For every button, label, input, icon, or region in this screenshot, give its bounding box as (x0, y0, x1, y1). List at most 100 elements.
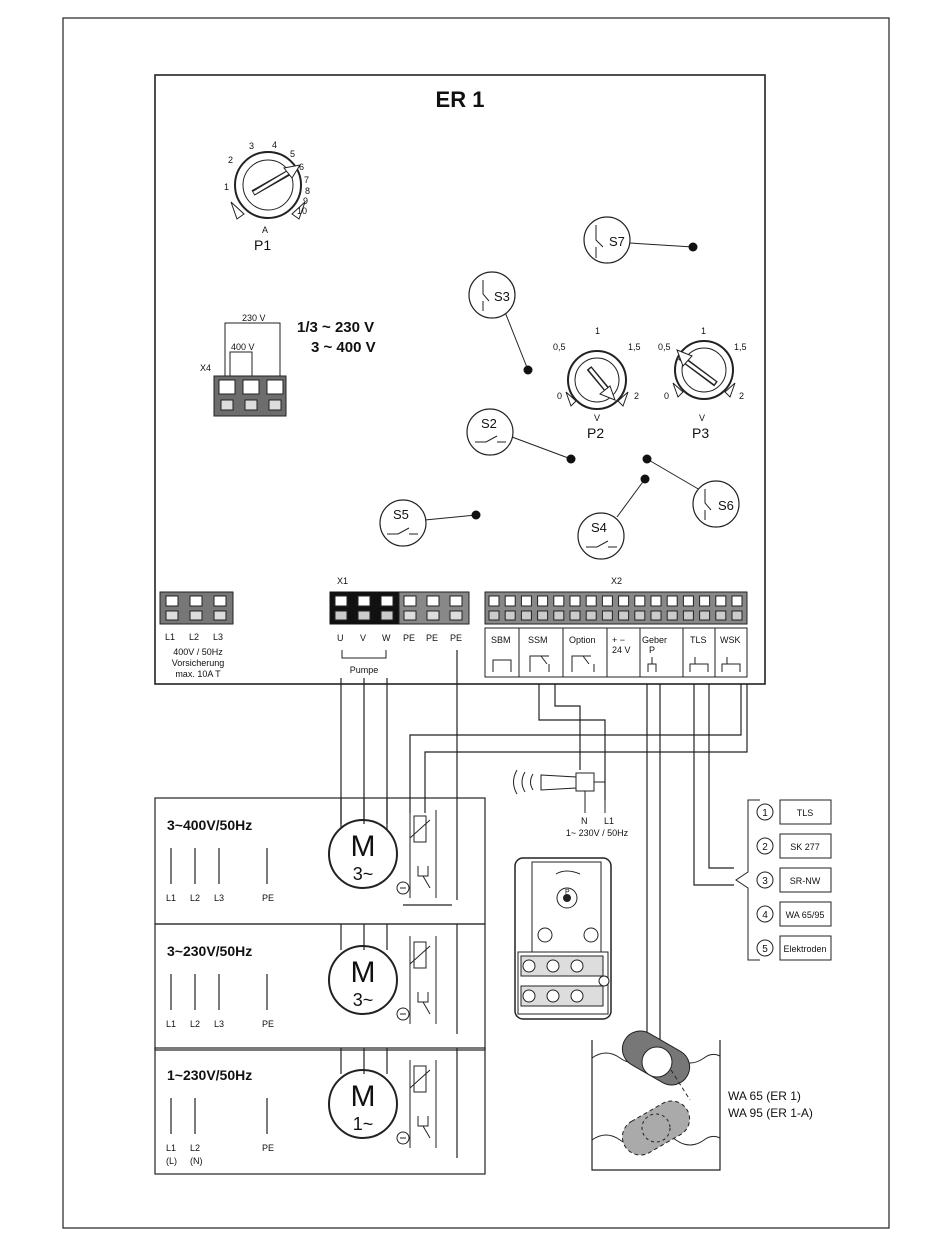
s3-switch[interactable] (468, 271, 533, 375)
x2-terminal-screw[interactable] (553, 595, 565, 607)
p2-potentiometer[interactable] (565, 350, 629, 410)
s5-label: S5 (393, 507, 409, 522)
motor-letter: M (351, 1080, 376, 1113)
x2-terminal-screw[interactable] (731, 595, 743, 607)
x2-terminal-screw[interactable] (488, 595, 500, 607)
p2-tick-05: 0,5 (553, 342, 566, 352)
sensor-option-number: 1 (762, 808, 768, 819)
motor-panel-title: 3~230V/50Hz (167, 943, 252, 959)
motor-letter: M (351, 956, 376, 989)
x2-group-geber-p: P (649, 645, 655, 655)
motor-line-label: L2 (190, 1019, 200, 1029)
x1-terminal-v: V (360, 633, 366, 643)
sensor-wires (646, 684, 734, 1050)
x2-terminal-slot (488, 610, 500, 621)
supply-note-voltage: 400V / 50Hz (173, 647, 223, 657)
x2-terminal-slot (618, 610, 630, 621)
x2-terminal-screw[interactable] (520, 595, 532, 607)
float-switch-tank (591, 1030, 721, 1171)
sensor-option-1[interactable]: 1 TLS (756, 799, 832, 825)
alarm-n-label: N (581, 816, 588, 826)
p1-label: P1 (254, 237, 271, 253)
x2-terminal-screw[interactable] (715, 595, 727, 607)
options-brace (735, 799, 760, 961)
alarm-horn[interactable] (513, 769, 606, 813)
x2-terminal-screw[interactable] (634, 595, 646, 607)
p3-tick-05: 0,5 (658, 342, 671, 352)
x4-jumper-block[interactable] (213, 322, 287, 417)
level-switch-pointer: P (565, 889, 570, 896)
p3-tick-15: 1,5 (734, 342, 747, 352)
p3-unit: V (699, 413, 705, 423)
motor-symbol (328, 1069, 398, 1139)
sensor-option-label: SK 277 (790, 842, 820, 852)
p2-tick-1: 1 (595, 326, 600, 336)
s5-switch[interactable] (379, 499, 481, 547)
x2-terminal-screw[interactable] (569, 595, 581, 607)
voltage-selection-line2: 3 ~ 400 V (311, 339, 376, 356)
x2-terminal-screw[interactable] (699, 595, 711, 607)
x1-terminal-w: W (382, 633, 391, 643)
motor-panel-title: 3~400V/50Hz (167, 817, 252, 833)
sensor-option-label: TLS (797, 808, 814, 818)
x2-terminal-screw[interactable] (585, 595, 597, 607)
p3-tick-1: 1 (701, 326, 706, 336)
x2-terminal-slot (601, 610, 613, 621)
motor-line-label: L2 (190, 1143, 200, 1153)
x2-terminal-screw[interactable] (601, 595, 613, 607)
p3-tick-2: 2 (739, 391, 744, 401)
motor-symbol (328, 945, 398, 1015)
x2-group-sbm: SBM (491, 635, 511, 645)
x2-terminal-screw[interactable] (682, 595, 694, 607)
p1-tick-6: 6 (299, 162, 304, 172)
x1-group-pumpe: Pumpe (350, 665, 379, 675)
page-frame (62, 17, 890, 1229)
x2-terminal-screw[interactable] (537, 595, 549, 607)
x2-terminal-slot (715, 610, 727, 621)
motor-line-label: L3 (214, 893, 224, 903)
motor-phase: 1~ (353, 1114, 374, 1134)
x2-terminal-slot (585, 610, 597, 621)
s4-switch[interactable] (577, 474, 650, 560)
x2-terminal-block[interactable] (484, 591, 748, 678)
x4-label: X4 (200, 363, 211, 373)
p2-unit: V (594, 413, 600, 423)
motor-line-label: PE (262, 1143, 274, 1153)
voltage-selection-line1: 1/3 ~ 230 V (297, 319, 374, 336)
x2-terminal-screw[interactable] (666, 595, 678, 607)
x2-terminal-screw[interactable] (504, 595, 516, 607)
s7-switch[interactable] (583, 216, 698, 264)
motor-line-label: L1 (166, 893, 176, 903)
p3-potentiometer[interactable] (672, 340, 736, 400)
x2-group-24v: 24 V (612, 645, 631, 655)
x2-group-geber: Geber (642, 635, 667, 645)
x1-terminal-block[interactable] (329, 591, 470, 625)
s6-switch[interactable] (642, 454, 740, 528)
sensor-option-label: SR-NW (790, 876, 821, 886)
supply-terminal-block[interactable] (159, 591, 234, 625)
board-title: ER 1 (436, 87, 485, 112)
s4-label: S4 (591, 520, 607, 535)
x1-terminal-pe3: PE (450, 633, 462, 643)
x2-label: X2 (611, 576, 622, 586)
p1-tick-1: 1 (224, 182, 229, 192)
s2-switch[interactable] (466, 408, 576, 464)
s2-label: S2 (481, 416, 497, 431)
p1-potentiometer[interactable] (230, 151, 306, 220)
level-switch-housing[interactable] (514, 857, 612, 1020)
s3-label: S3 (494, 289, 510, 304)
x4-400v-label: 400 V (231, 342, 255, 352)
p1-tick-7: 7 (304, 175, 309, 185)
motor-line-label: L1 (166, 1019, 176, 1029)
x2-terminal-screw[interactable] (618, 595, 630, 607)
x1-label: X1 (337, 576, 348, 586)
supply-l3: L3 (213, 632, 223, 642)
x2-terminal-screw[interactable] (650, 595, 662, 607)
x1-terminal-pe1: PE (403, 633, 415, 643)
